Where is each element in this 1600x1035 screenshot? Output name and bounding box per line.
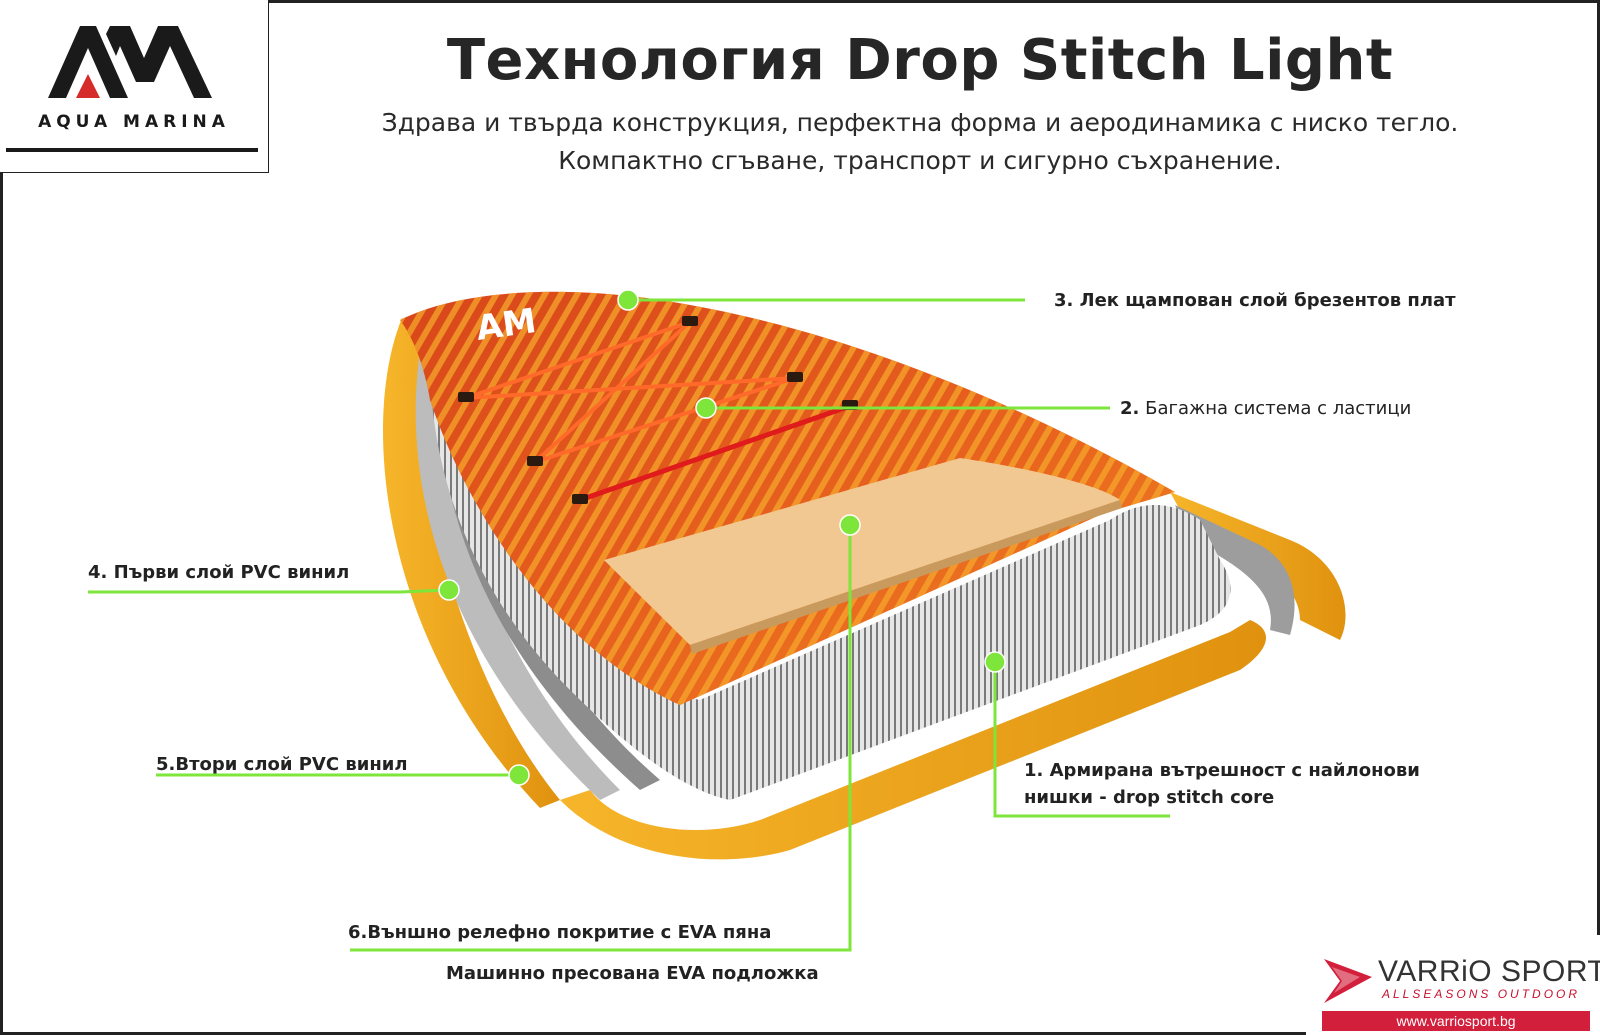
drop-stitch-core-shadow [700,505,1231,800]
varrio-chevron-icon [1324,959,1372,1003]
varrio-sport-brand: VARRiO SPORT ALLSEASONS OUTDOOR www.varr… [1306,935,1600,1035]
label-layer-2-number: 2. [1120,398,1140,419]
pvc-layer-1 [438,356,660,790]
aqua-marina-logo: AQUA MARINA [0,0,268,172]
brand-name: VARRiO SPORT [1378,955,1600,988]
outer-eva-base [560,620,1267,860]
drop-stitch-core [430,360,1231,800]
label-layer-1-line-1: 1. Армирана вътрешност с найлонови [1024,760,1420,781]
bungee-red-strap [579,403,851,503]
callout-lines [88,298,1170,952]
frame-top [268,0,1600,3]
frame-right [1597,0,1600,935]
label-layer-4: 4. Първи слой PVC винил [88,562,350,583]
frame-bottom [0,1032,1306,1035]
aqua-marina-am-icon [48,26,212,98]
logo-wordmark: AQUA MARINA [38,112,230,132]
callout-dots [438,289,1006,786]
brand-url: www.varriosport.bg [1322,1011,1590,1031]
label-layer-5: 5.Втори слой PVC винил [156,754,408,775]
board-am-logo: AM [474,301,539,349]
eva-deck-pad [604,458,1120,645]
label-eva-base: Машинно пресована EVA подложка [446,963,819,984]
logo-underline [6,148,258,152]
brand-tagline: ALLSEASONS OUTDOOR [1382,987,1581,1001]
label-layer-6: 6.Външно релефно покритие с EVA пяна [348,922,772,943]
label-layer-3: 3. Лек щампован слой брезентов плат [1054,290,1456,311]
page-title: Технология Drop Stitch Light [446,28,1394,93]
label-layer-2-text: Багажна система с ластици [1145,398,1412,419]
subtitle-line-1: Здрава и твърда конструкция, перфектна ф… [381,108,1459,137]
eva-deck-pad-edge [690,500,1122,654]
frame-left [0,172,3,1035]
label-layer-2: 2. Багажна система с ластици [1120,398,1411,419]
board-top-deck-stripes [400,291,1175,705]
subtitle-line-2: Компактно сгъване, транспорт и сигурно с… [558,146,1282,175]
label-layer-1-line-2: нишки - drop stitch core [1024,787,1275,808]
outer-eva-layer [383,318,560,808]
